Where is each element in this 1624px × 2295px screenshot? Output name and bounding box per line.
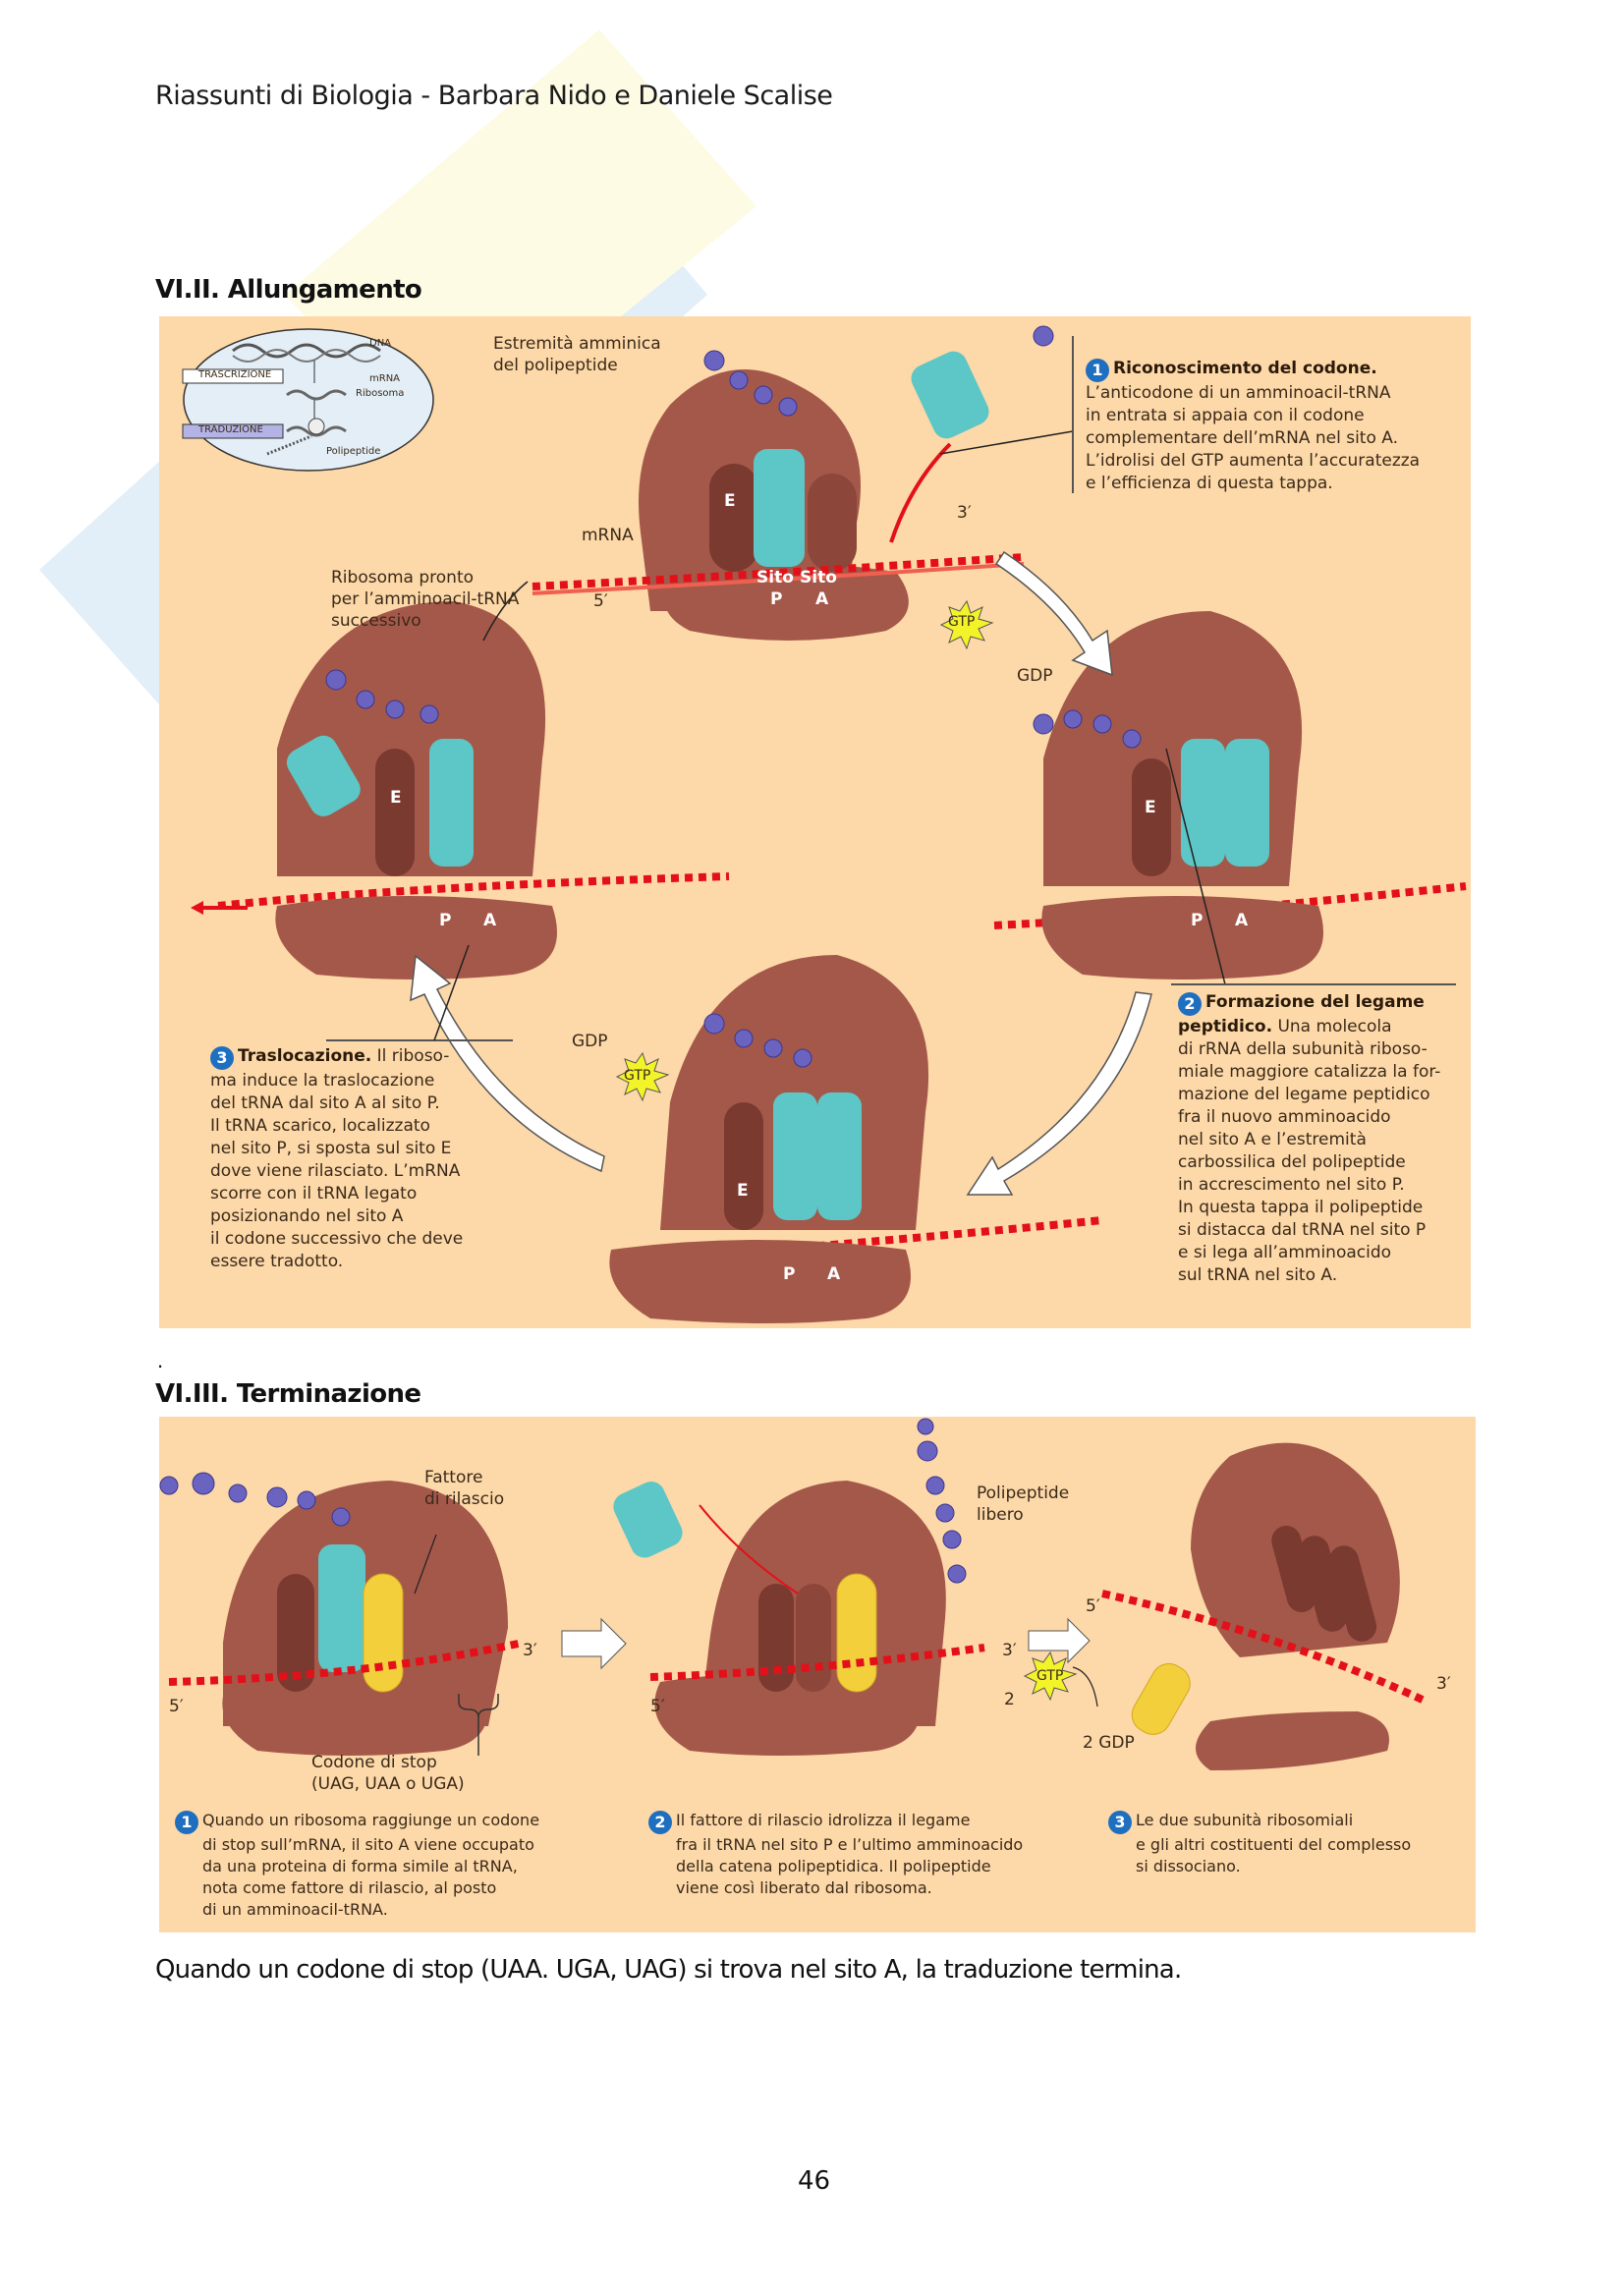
gtp-star-icon [939,599,994,650]
elongation-diagram [182,325,1467,1323]
site-e-label: E [1145,798,1156,817]
free-polypeptide [917,1418,967,1584]
three-prime-label: 3′ [523,1641,537,1660]
ready-arrow [482,581,529,642]
release-factor-label-2: di rilascio [424,1489,505,1509]
ready-label-2: per l’amminoacil-tRNA [331,589,520,609]
step-number-badge: 2 [1178,992,1202,1016]
inset-translation-label: TRADUZIONE [198,424,263,435]
ribosome-step2 [1041,611,1323,980]
gtp-star-icon [615,1051,670,1102]
three-prime-label: 3′ [957,503,972,523]
ribosome-step3 [275,601,557,980]
site-a-label: A [483,911,497,930]
body-paragraph: Quando un codone di stop (UAA. UGA, UAG)… [155,1955,1182,1985]
inset-ribosome-label: Ribosoma [356,388,405,399]
inset-polypeptide-label: Polipeptide [326,446,381,457]
ready-label-1: Ribosoma pronto [331,568,475,588]
site-e-label: E [737,1181,749,1201]
release-factor-label-1: Fattore [424,1468,483,1487]
five-prime-label: 5′ [593,591,608,611]
gtp-count-label: 2 [1004,1690,1015,1709]
site-e-label: E [724,491,736,511]
step-number-badge: 3 [210,1046,234,1070]
site-p-label: P [439,911,452,930]
gtp-label: GTP [624,1068,651,1084]
termination-diagram [159,1418,1428,1770]
mrna-label: mRNA [582,526,634,545]
section-title-termination: VI.III. Terminazione [155,1379,421,1409]
step-arrow [561,1617,627,1670]
site-e-label: E [390,788,402,808]
site-p-top-label: Sito [756,568,794,588]
free-polypeptide-label-1: Polipeptide [977,1483,1070,1503]
gtp-label: GTP [948,614,976,630]
site-p-label: P [783,1264,796,1284]
page-number: 46 [798,2166,831,2196]
step-number-badge: 3 [1108,1811,1132,1834]
inset-dna-label: DNA [369,338,392,349]
step-number-badge: 2 [648,1811,672,1834]
stop-codon-label-1: Codone di stop [311,1753,437,1772]
ready-label-3: successivo [331,611,421,631]
inset-transcription-label: TRASCRIZIONE [198,369,272,380]
gdp-label: 2 GDP [1083,1733,1135,1753]
termination-figure: Fattore di rilascio Codone di stop (UAG,… [159,1417,1476,1932]
polypeptide-chains [325,325,1142,1068]
mrna-strand-left [217,872,730,910]
five-prime-label: 5′ [169,1697,184,1716]
inset-overview [182,328,434,472]
amino-end-label-1: Estremità amminica [493,334,661,354]
mrna-strand-top [532,553,1025,590]
step-number-badge: 1 [175,1811,198,1834]
gdp-label: GDP [1017,666,1053,686]
site-a-top-label: Sito [800,568,837,588]
mrna-strand [1101,1590,1428,1706]
document-header: Riassunti di Biologia - Barbara Nido e D… [155,81,833,111]
site-a-label: A [827,1264,841,1284]
gtp-star-icon [1023,1651,1078,1702]
five-prime-label: 5′ [1086,1596,1100,1616]
three-prime-label: 3′ [1002,1641,1017,1660]
site-p-label: P [1191,911,1204,930]
stop-codon-label-2: (UAG, UAA o UGA) [311,1774,465,1794]
ribosome-step4 [609,955,929,1323]
site-p-label: P [770,589,783,609]
ribosome-stop [222,1481,508,1756]
five-prime-label: 5′ [650,1697,665,1716]
dissociated-subunits [1131,1442,1400,1770]
site-a-label: A [815,589,829,609]
gtp-label: GTP [1036,1668,1064,1684]
polypeptide-chain [159,1472,351,1527]
amino-end-label-2: del polipeptide [493,356,618,375]
free-polypeptide-label-2: libero [977,1505,1024,1525]
separator-dot: . [157,1348,164,1372]
step-arrow [1028,1617,1091,1664]
section-title-elongation: VI.II. Allungamento [155,275,422,305]
elongation-figure: DNA TRASCRIZIONE mRNA Ribosoma TRADUZION… [159,316,1471,1328]
step-number-badge: 1 [1086,359,1109,382]
cycle-arrows [410,550,1152,1196]
site-a-label: A [1235,911,1249,930]
mrna-strand [649,1644,985,1681]
inset-mrna-label: mRNA [369,373,401,384]
gdp-label: GDP [572,1032,608,1051]
three-prime-label: 3′ [1436,1674,1451,1694]
